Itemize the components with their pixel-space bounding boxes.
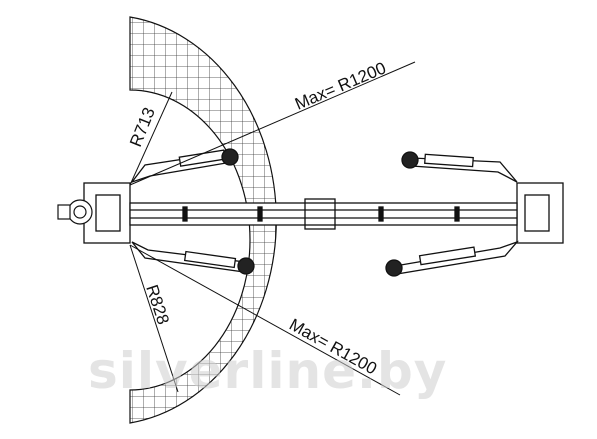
arm-upper-right [401, 151, 518, 183]
watermark: silverline.by [88, 342, 447, 400]
arm-lower-left [131, 241, 255, 275]
floor-beam [129, 202, 518, 226]
r828-line [129, 244, 179, 393]
lifting-arms [130, 148, 520, 277]
label-r828: R828 [142, 282, 173, 327]
power-unit [57, 199, 93, 225]
arm-lower-right [385, 240, 520, 277]
max-r1200-top-line [129, 61, 416, 186]
lift-frame [83, 182, 564, 244]
r713-line [129, 91, 173, 186]
label-r713: R713 [126, 105, 159, 150]
label-max-r1200-top: Max= R1200 [292, 58, 389, 113]
right-post-base [516, 182, 564, 244]
max-r1200-bottom-line [129, 244, 401, 396]
dimension-lines [129, 61, 416, 396]
